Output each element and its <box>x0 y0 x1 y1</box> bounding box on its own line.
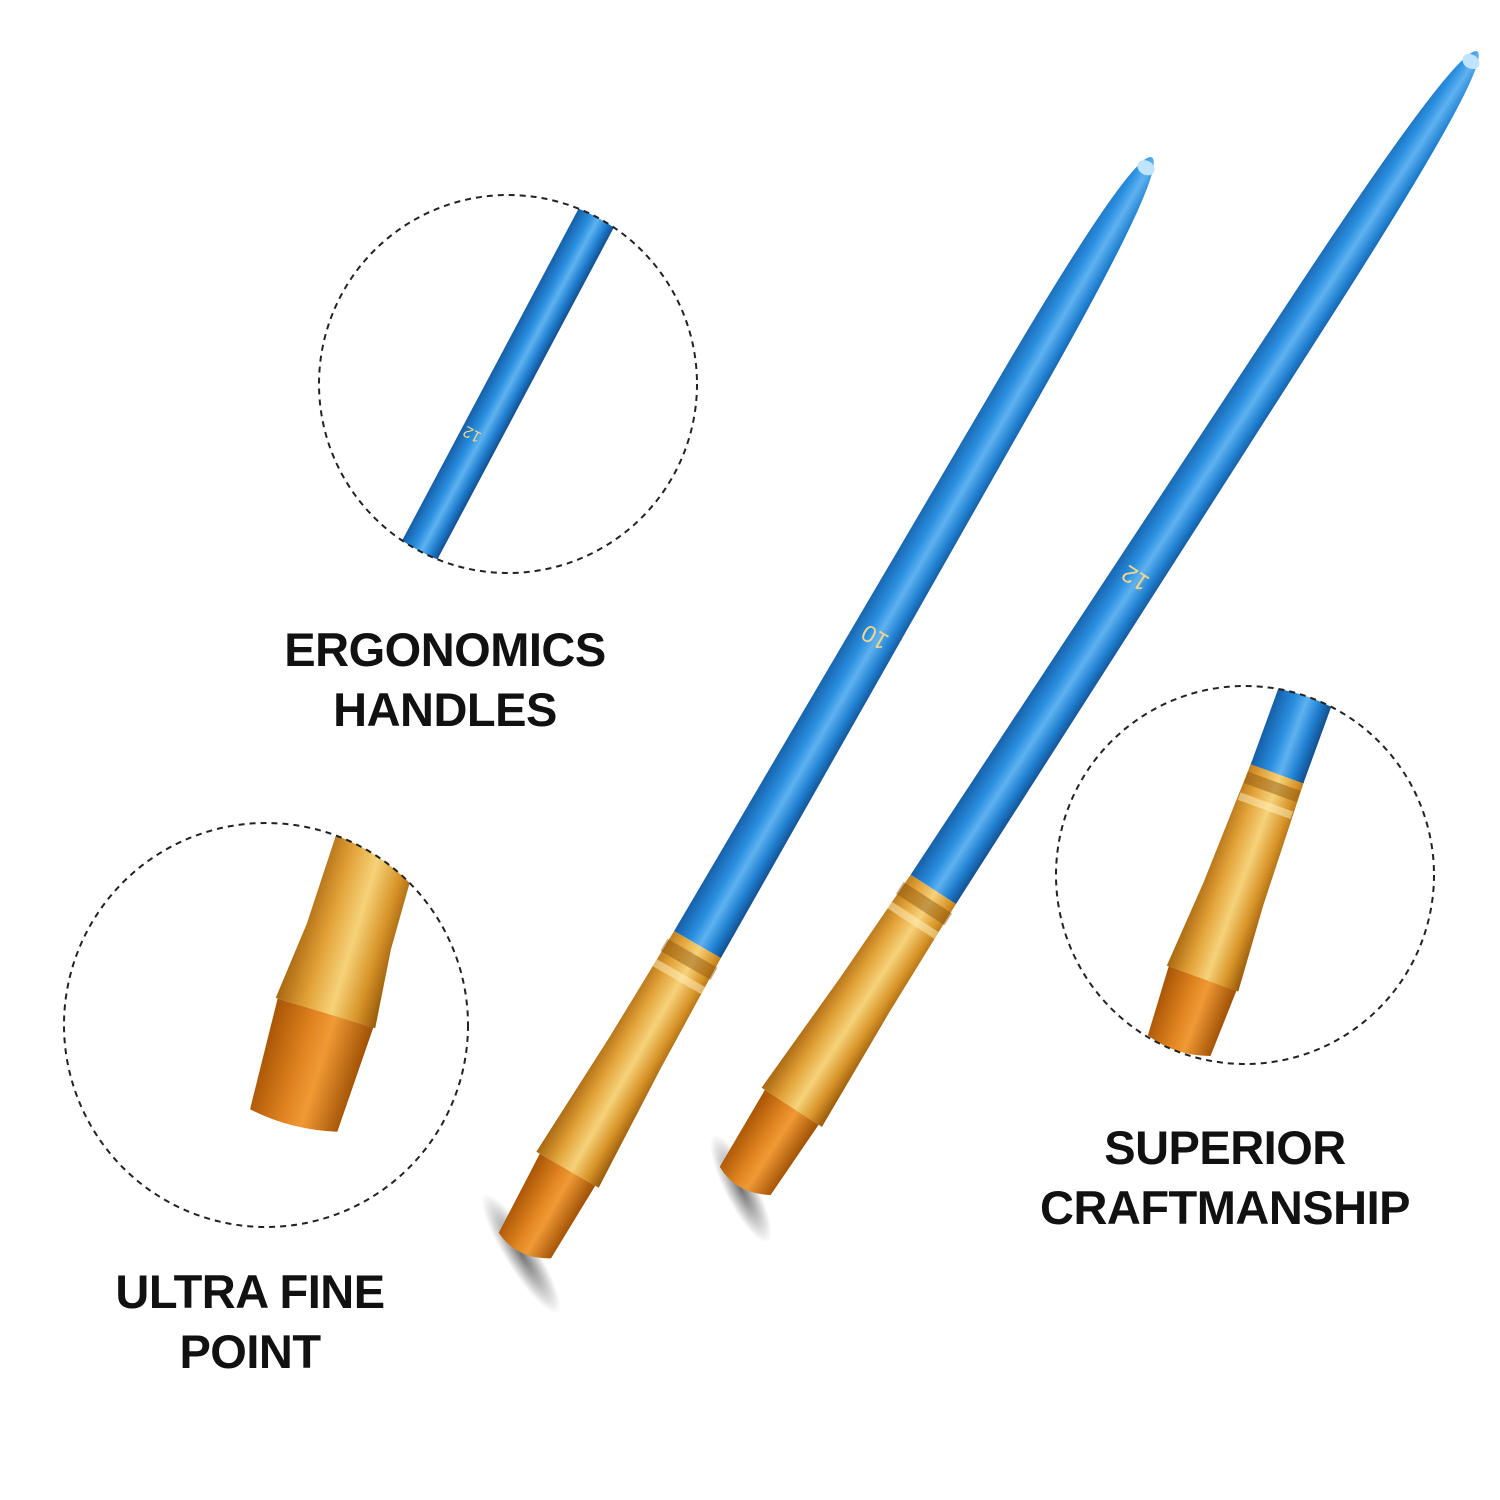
zoom-handle-shaft <box>368 195 648 573</box>
zoom-circle-ferrule <box>1055 685 1435 1065</box>
caption-ergonomics-line1: ERGONOMICS <box>284 623 606 676</box>
brush-right-bristles <box>719 1089 819 1195</box>
zoom-circle-handle: 12 <box>318 194 698 574</box>
brush-left-crimp <box>660 938 718 980</box>
zoom-ferrule-handle <box>1250 686 1400 784</box>
brush-left-shadow <box>481 1193 561 1314</box>
zoom-circle-ferrule-border <box>1055 685 1435 1065</box>
zoom-tip-ferrule <box>275 823 440 1029</box>
zoom-ferrule-bristles <box>1147 966 1237 1057</box>
zoom-tip-bristles <box>250 998 374 1132</box>
brush-right: 12 <box>710 51 1480 1243</box>
zoom-circle-handle-border <box>318 194 698 574</box>
caption-ultra-fine-line2: POINT <box>179 1325 321 1378</box>
caption-superior-line1: SUPERIOR <box>1104 1121 1346 1174</box>
brush-right-handle <box>910 51 1479 904</box>
caption-ultra-fine-line1: ULTRA FINE <box>115 1265 385 1318</box>
brush-left-handle <box>674 157 1154 959</box>
caption-ultra-fine-point: ULTRA FINE POINT <box>90 1262 410 1382</box>
caption-ergonomics-line2: HANDLES <box>333 683 557 736</box>
caption-ergonomics-handles: ERGONOMICS HANDLES <box>240 620 650 740</box>
brush-right-ferrule <box>761 874 956 1127</box>
zoom-circle-tip-border <box>63 822 469 1228</box>
zoom-circle-tip <box>63 822 469 1228</box>
brush-left-bristles <box>498 1153 596 1259</box>
brush-left: 10 <box>481 157 1155 1314</box>
zoom-ferrule-body <box>1166 762 1305 992</box>
brush-right-crimp <box>895 881 953 926</box>
zoom-handle-size-label: 12 <box>461 422 485 445</box>
brush-left-ferrule <box>536 931 721 1188</box>
caption-superior-line2: CRAFTMANSHIP <box>1040 1181 1410 1234</box>
caption-superior-craftmanship: SUPERIOR CRAFTMANSHIP <box>1010 1118 1440 1238</box>
